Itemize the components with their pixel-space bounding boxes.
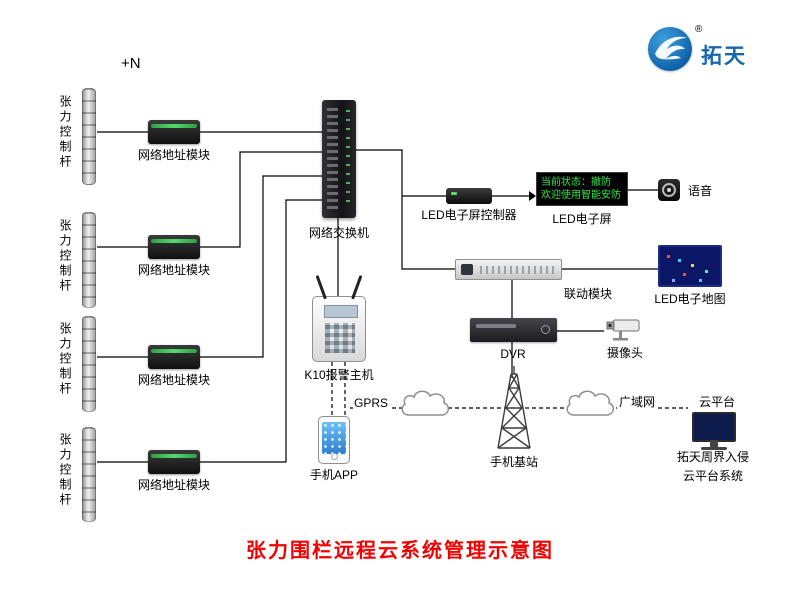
dvr-label: DVR — [500, 347, 526, 361]
network-switch-device — [322, 100, 356, 218]
linkage-module-label: 联动模块 — [563, 287, 612, 301]
tension-pole-3 — [82, 316, 96, 412]
phone-screen — [322, 422, 346, 454]
network-address-module-3 — [148, 345, 200, 369]
led-screen-controller-label: LED电子屏控制器 — [421, 208, 517, 222]
monitor-base — [701, 447, 727, 450]
tuotian-logo-icon — [648, 27, 692, 71]
network-address-module-2 — [148, 235, 200, 259]
gprs-label: GPRS — [353, 396, 390, 410]
speaker-icon — [658, 179, 680, 201]
tension-pole-label: 张力控制杆 — [58, 95, 72, 170]
network-address-module-4 — [148, 450, 200, 474]
base-station-label: 手机基站 — [489, 455, 538, 469]
led-screen-controller-device — [446, 188, 492, 204]
network-address-module-label: 网络地址模块 — [137, 263, 210, 277]
switch-ports — [327, 108, 338, 210]
dvr-device — [470, 318, 557, 342]
tension-pole-label: 张力控制杆 — [58, 322, 72, 397]
phone-app-label: 手机APP — [309, 468, 358, 482]
cloud-platform-caption-line2: 云平台系统 — [682, 469, 743, 483]
alarm-host-lcd — [324, 305, 358, 318]
led-screen-device: 当前状态：撤防 欢迎使用智能安防 — [536, 172, 628, 206]
led-screen-text-line2: 欢迎使用智能安防 — [541, 190, 621, 201]
tension-pole-label: 张力控制杆 — [58, 219, 72, 294]
led-screen-text-line1: 当前状态：撤防 — [541, 177, 611, 188]
tension-pole-2 — [82, 212, 96, 308]
camera-label: 摄像头 — [606, 346, 643, 360]
network-address-module-label: 网络地址模块 — [137, 148, 210, 162]
led-screen-label: LED电子屏 — [552, 212, 612, 226]
base-station-tower-icon — [497, 366, 531, 449]
alarm-host-keypad — [325, 323, 355, 353]
network-address-module-1 — [148, 120, 200, 144]
network-switch-label: 网络交换机 — [308, 226, 369, 240]
cloud-icon — [566, 390, 615, 416]
cloud-platform-caption-line1: 拓天周界入侵 — [676, 450, 749, 464]
led-map-device — [658, 245, 722, 287]
plus-n-annotation: +N — [121, 55, 141, 72]
tension-pole-4 — [82, 427, 96, 522]
cloud-platform-monitor-icon — [692, 412, 736, 450]
cloud-icon — [401, 390, 450, 416]
phone-icon — [318, 416, 350, 464]
network-address-module-label: 网络地址模块 — [137, 478, 210, 492]
voice-label: 语音 — [687, 184, 712, 198]
camera-icon — [606, 319, 640, 341]
tension-pole-1 — [82, 88, 96, 185]
wan-label: 广域网 — [617, 393, 658, 410]
monitor-stand — [710, 440, 718, 447]
cloud-platform-label: 云平台 — [698, 395, 735, 409]
tension-pole-label: 张力控制杆 — [58, 433, 72, 508]
alarm-host-label: K10报警主机 — [304, 368, 374, 382]
led-map-dots — [667, 255, 670, 258]
registered-trademark: ® — [695, 24, 703, 35]
alarm-host-device — [312, 274, 366, 362]
led-map-label: LED电子地图 — [654, 292, 726, 306]
linkage-module-device — [455, 259, 562, 280]
switch-leds — [346, 110, 350, 208]
network-address-module-label: 网络地址模块 — [137, 373, 210, 387]
logo-text: 拓天 — [701, 45, 747, 68]
logo-swoosh-icon — [655, 36, 687, 60]
diagram-title: 张力围栏远程云系统管理示意图 — [246, 540, 554, 562]
